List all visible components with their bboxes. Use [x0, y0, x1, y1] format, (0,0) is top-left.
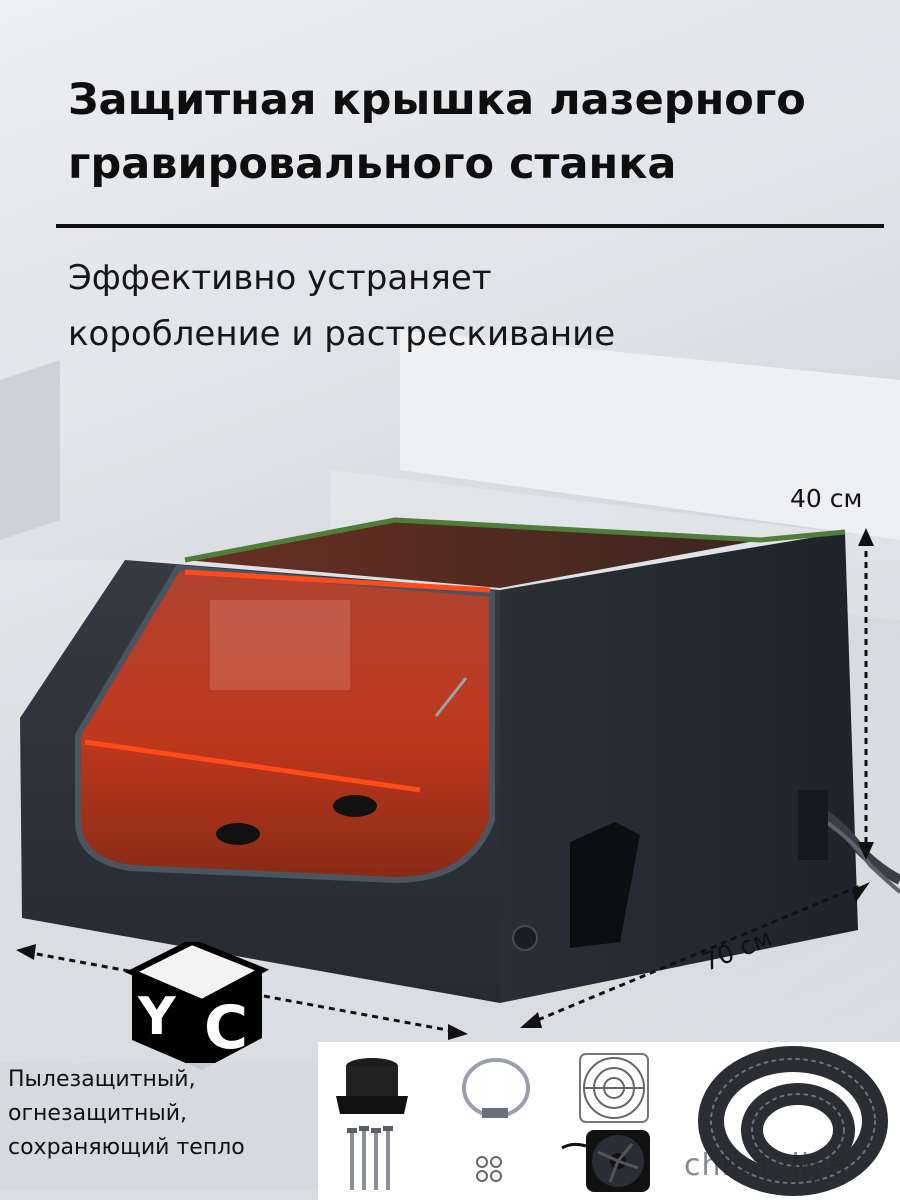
fan-grill-icon [579, 1053, 649, 1123]
subtitle-line-2: коробление и растрескивание [68, 314, 616, 354]
watermark: china.diya [684, 1148, 849, 1183]
logo-letters-c: C [204, 993, 248, 1063]
front-window [78, 568, 492, 880]
feature-line-3: сохраняющий тепло [8, 1135, 245, 1160]
height-dimension-label: 40 см [790, 484, 863, 513]
exhaust-fan-icon [561, 1130, 650, 1192]
flange-adapter-icon [336, 1058, 408, 1114]
hose-clamp-icon [462, 1058, 530, 1118]
subtitle: Эффективно устраняет коробление и растре… [68, 250, 615, 362]
nuts-icon [476, 1156, 502, 1182]
flexible-duct-icon [698, 1046, 888, 1196]
logo-letters-y: Y [137, 987, 177, 1047]
accessories-panel [318, 1042, 900, 1200]
title-line-2: гравировального станка [68, 139, 677, 189]
yc-logo: Y C [124, 942, 270, 1070]
screws-icon [347, 1126, 393, 1190]
feature-line-1: Пылезащитный, [8, 1067, 196, 1092]
subtitle-line-1: Эффективно устраняет [68, 258, 492, 298]
features-badge: Пылезащитный, огнезащитный, сохраняющий … [0, 1063, 322, 1190]
enclosure-side-panel [500, 532, 858, 1003]
title-line-1: Защитная крышка лазерного [68, 75, 806, 125]
feature-line-2: огнезащитный, [8, 1101, 187, 1126]
title-divider [56, 224, 884, 228]
enclosure-top-panel [185, 520, 760, 588]
page-title: Защитная крышка лазерного гравировальног… [68, 68, 888, 196]
